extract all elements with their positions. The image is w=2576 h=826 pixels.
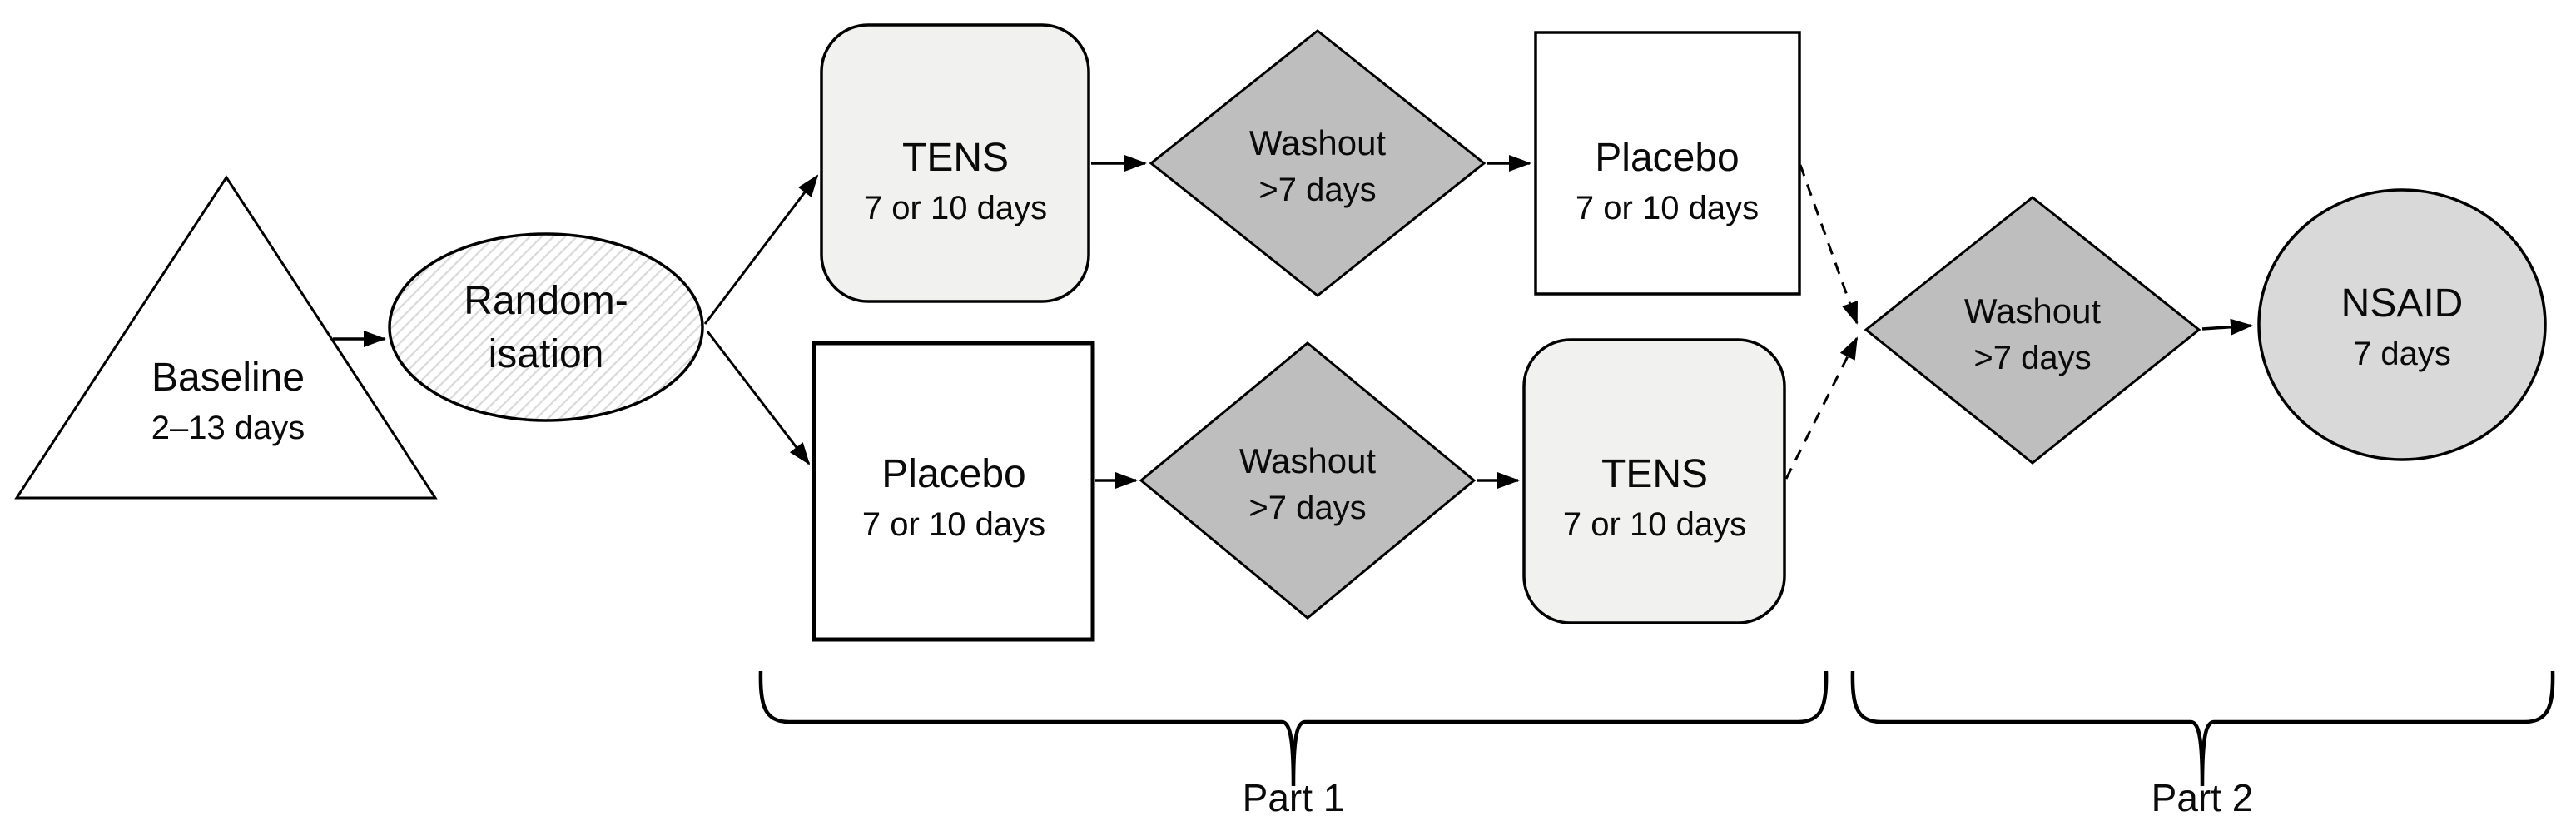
arm2-tens-box (1522, 338, 1786, 624)
part2-label: Part 2 (2151, 776, 2254, 819)
part1-label: Part 1 (1242, 776, 1345, 819)
arm1-placebo-label: Placebo 7 or 10 days (1576, 132, 1759, 231)
arm1-tens-subtitle: 7 or 10 days (863, 190, 1048, 226)
arm2-tens-label: TENS 7 or 10 days (1563, 448, 1746, 548)
randomisation-line1: Random- (464, 279, 628, 323)
baseline-title: Baseline (151, 356, 305, 400)
arm2-washout-label: Washout >7 days (1239, 438, 1376, 531)
nsaid-title: NSAID (2340, 281, 2464, 326)
arm1-washout-diamond (1149, 29, 1487, 297)
part2-washout-label: Washout >7 days (1964, 288, 2101, 381)
arm2-placebo-subtitle: 7 or 10 days (861, 506, 1046, 543)
arm2-washout-title: Washout (1238, 441, 1377, 480)
randomisation-label: Random- isation (464, 275, 628, 381)
part2-brace (1850, 670, 2555, 787)
part1-brace (758, 670, 1829, 787)
arm1-tens-title: TENS (901, 136, 1010, 180)
arrow-washout-to-nsaid (2201, 318, 2253, 336)
arm2-placebo-label: Placebo 7 or 10 days (862, 448, 1045, 548)
randomisation-ellipse (388, 232, 704, 422)
arm2-washout-diamond (1139, 341, 1477, 620)
arm1-placebo-title: Placebo (1595, 136, 1740, 180)
arm2-placebo-title: Placebo (881, 452, 1026, 496)
nsaid-circle (2257, 188, 2547, 461)
arm2-washout-subtitle: >7 days (1248, 490, 1367, 526)
baseline-triangle (14, 175, 438, 500)
arm2-tens-subtitle: 7 or 10 days (1562, 506, 1747, 543)
baseline-label: Baseline 2–13 days (151, 351, 305, 451)
arm1-washout-title: Washout (1248, 123, 1387, 162)
part2-washout-title: Washout (1963, 291, 2102, 331)
arrow-randomisation-to-tens (703, 174, 819, 325)
arm1-tens-label: TENS 7 or 10 days (864, 132, 1047, 231)
part2-washout-diamond (1864, 196, 2201, 465)
nsaid-label: NSAID 7 days (2341, 277, 2464, 377)
dashed-arrow-placebo-to-part2-washout (1799, 164, 1859, 325)
randomisation-line2: isation (488, 332, 604, 376)
arm1-tens-box (820, 23, 1090, 303)
arrow-randomisation-to-placebo (706, 331, 811, 465)
arm1-placebo-box (1534, 31, 1801, 296)
dashed-arrow-tens-to-part2-washout (1784, 336, 1859, 480)
baseline-subtitle: 2–13 days (151, 410, 305, 446)
part2-washout-subtitle: >7 days (1973, 340, 2092, 376)
arm1-placebo-subtitle: 7 or 10 days (1575, 190, 1760, 226)
arm2-placebo-box (812, 341, 1095, 642)
arm1-washout-subtitle: >7 days (1258, 172, 1377, 208)
nsaid-subtitle: 7 days (2353, 336, 2451, 372)
arm2-tens-title: TENS (1601, 452, 1709, 496)
arm1-washout-label: Washout >7 days (1249, 120, 1386, 213)
